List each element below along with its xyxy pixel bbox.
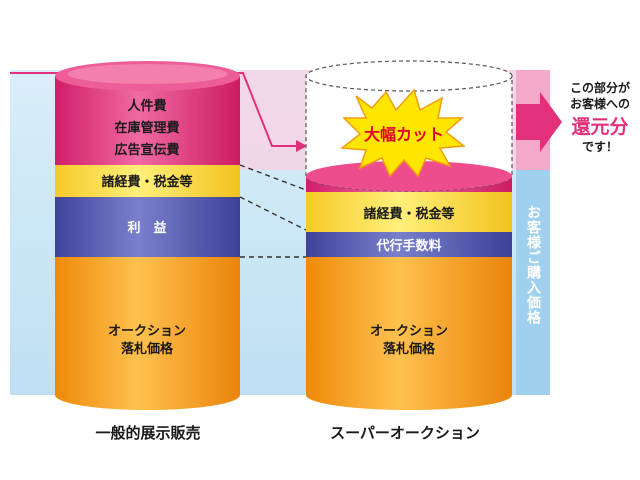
refund-note-line2: お客様への: [570, 96, 630, 111]
right-segment-auction: [306, 257, 512, 410]
left-profit-label: 利 益: [127, 220, 166, 236]
right-auction-label-2: 落札価格: [383, 341, 436, 357]
right-cylinder-top: [305, 60, 513, 92]
connector-costs: [239, 164, 307, 191]
side-band-label: お客様ご購入価格: [525, 205, 542, 325]
left-expenses-label: 諸経費・税金等: [101, 174, 192, 190]
left-costs-label-2: 在庫管理費: [114, 120, 179, 136]
right-column-caption: スーパーオークション: [330, 424, 480, 442]
left-segment-expenses: [55, 165, 240, 197]
left-segment-costs: [55, 76, 240, 165]
left-costs-label-3: 広告宣伝費: [114, 142, 179, 158]
right-fee-label: 代行手数料: [375, 238, 441, 254]
pink-pointer-arrowhead: [296, 140, 307, 152]
refund-note-line4: です！: [582, 140, 618, 154]
right-expenses-label: 諸経費・税金等: [363, 206, 454, 222]
connector-expenses: [239, 196, 307, 231]
right-remaining-top: [306, 161, 512, 191]
left-column-caption: 一般的展示販売: [95, 424, 200, 442]
right-cylinder: [305, 60, 513, 410]
left-segment-profit: [55, 197, 240, 257]
right-segment-expenses: [306, 192, 512, 232]
left-segment-auction: [55, 257, 240, 410]
refund-note-highlight: 還元分: [571, 116, 628, 138]
big-cut-starburst: [340, 88, 466, 178]
right-auction-label-1: オークション: [370, 324, 448, 339]
left-auction-label-1: オークション: [108, 324, 186, 339]
side-band-blue: [516, 170, 550, 395]
right-segment-fee: [306, 232, 512, 257]
left-cylinder: [55, 61, 240, 410]
refund-note-line1: この部分が: [570, 80, 630, 95]
refund-arrow: [516, 92, 562, 152]
big-cut-label: 大幅カット: [364, 125, 444, 144]
left-costs-label-1: 人件費: [127, 98, 166, 114]
left-auction-label-2: 落札価格: [121, 341, 174, 357]
left-cylinder-top-highlight: [67, 64, 228, 84]
